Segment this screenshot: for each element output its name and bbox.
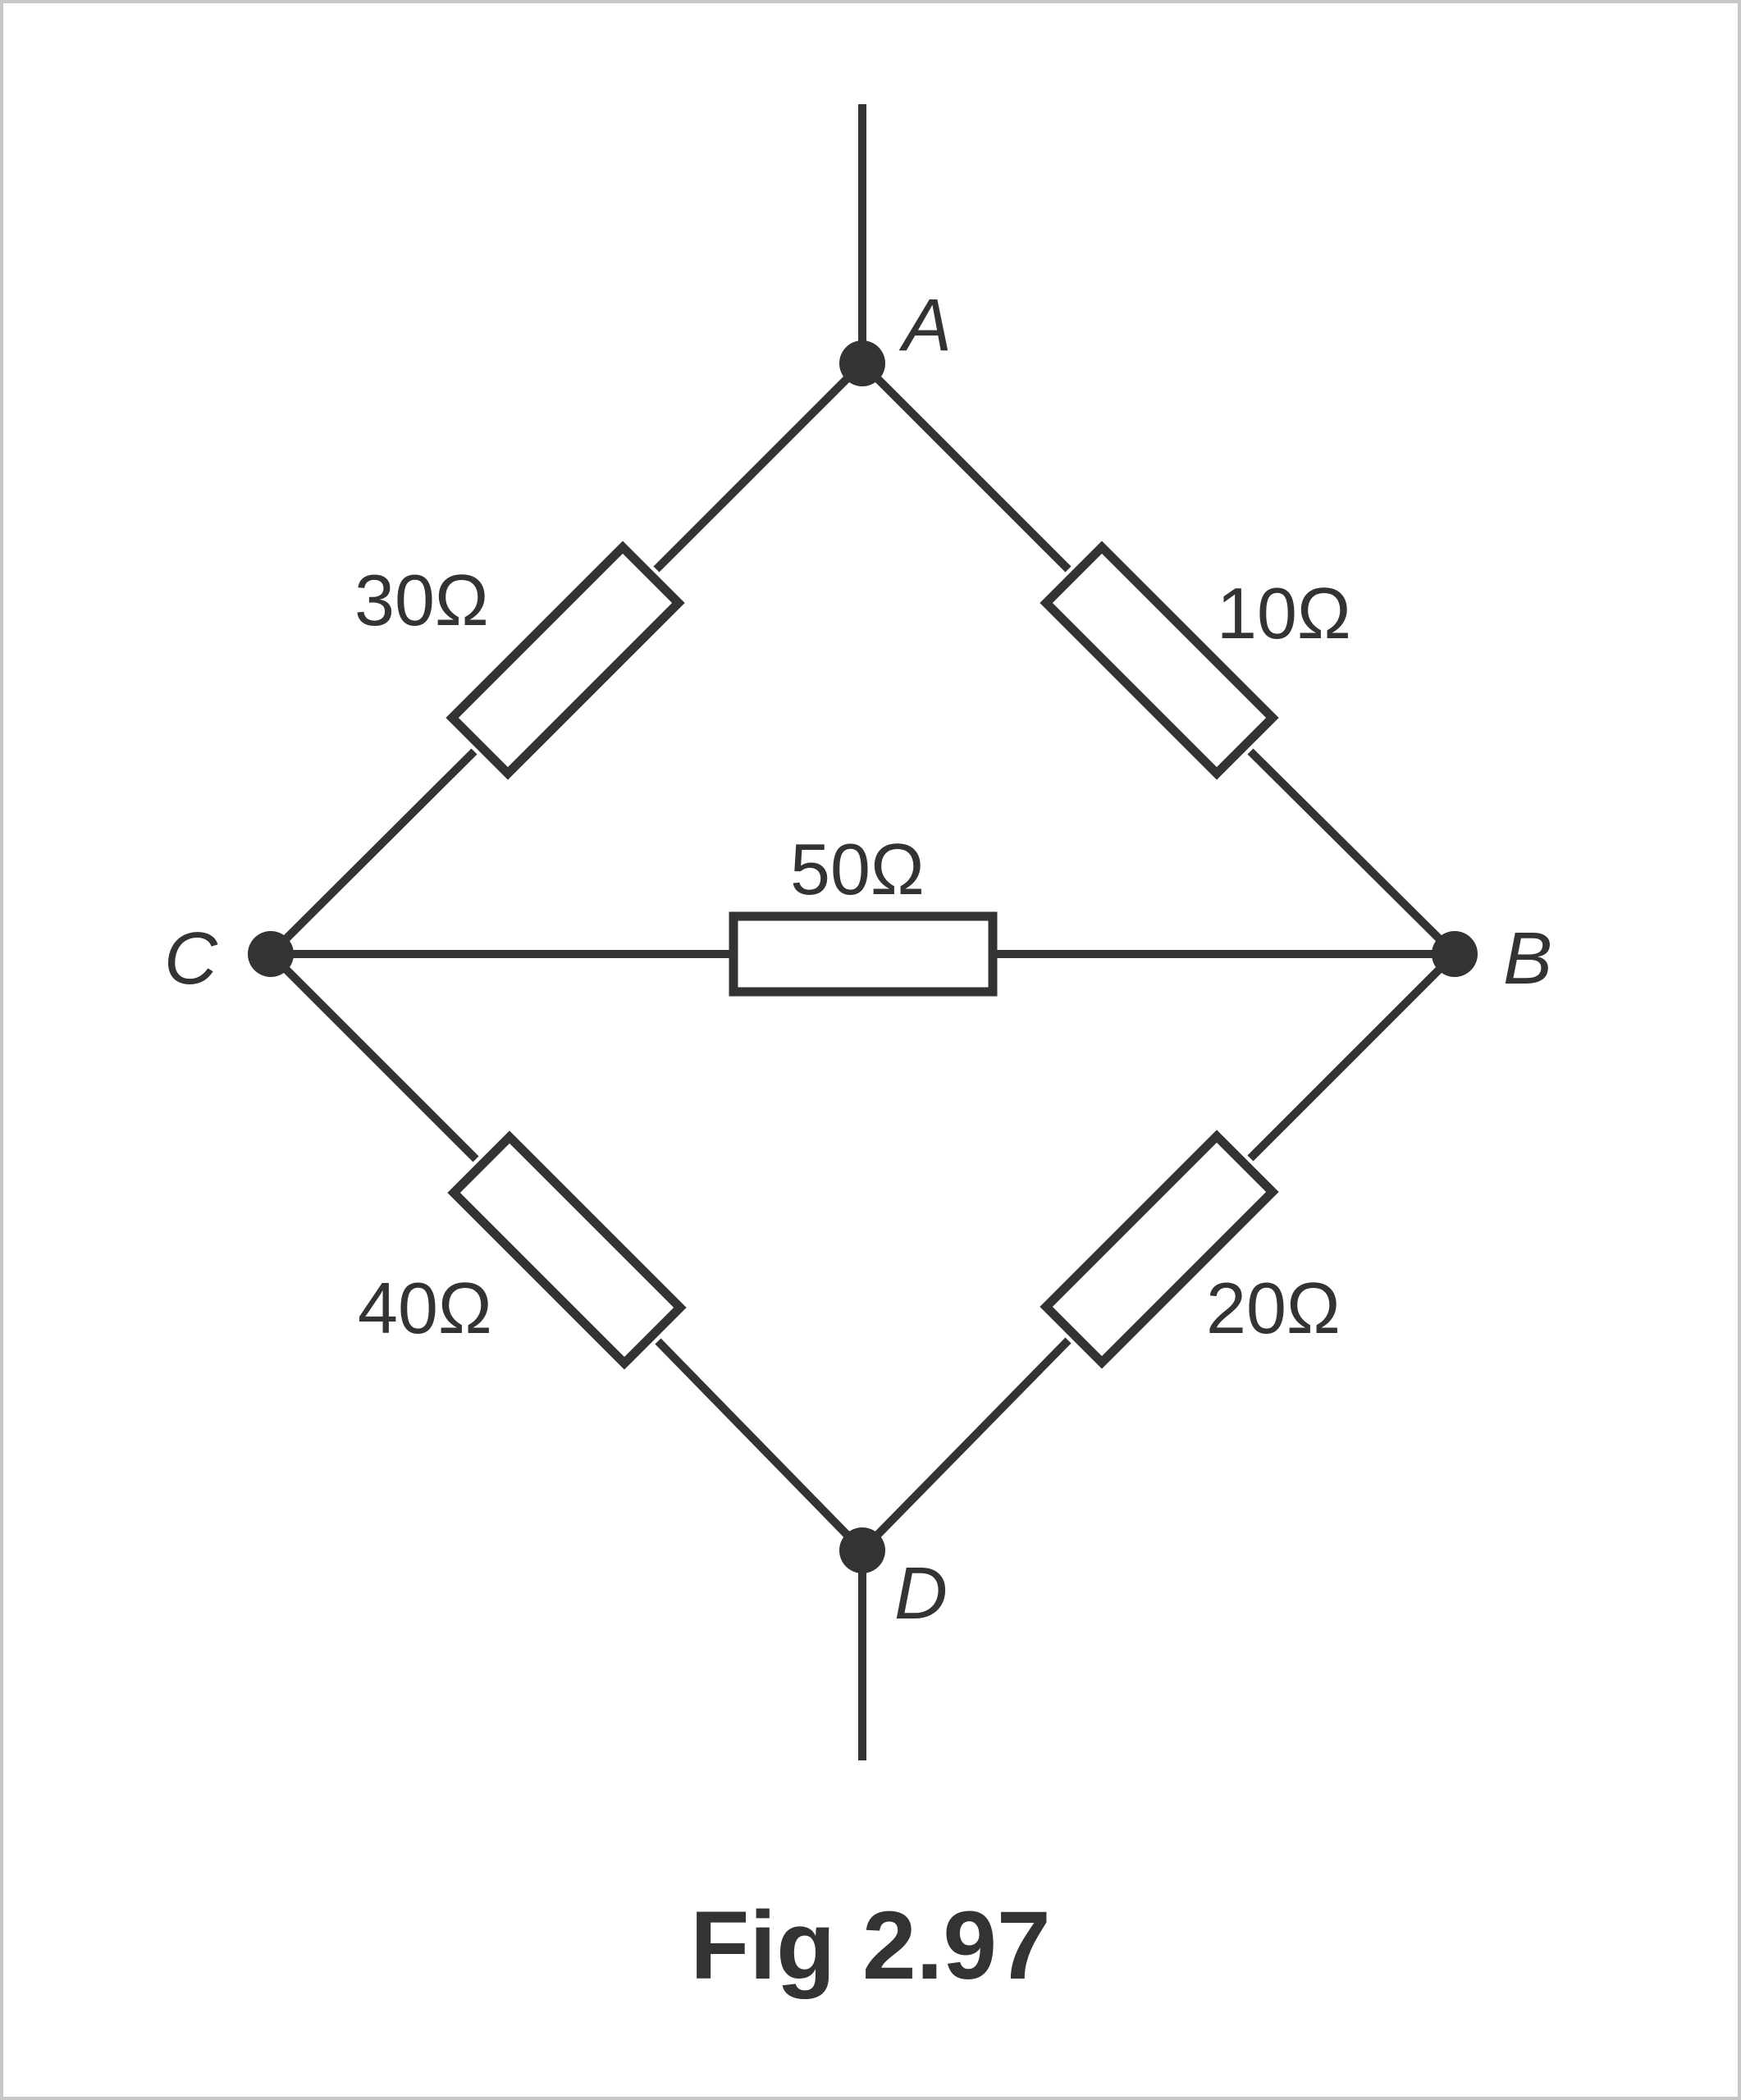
node-c-label: C bbox=[164, 918, 218, 1000]
wire-a-c-upper bbox=[653, 360, 866, 573]
node-c-dot bbox=[248, 931, 294, 977]
node-b-label: B bbox=[1503, 918, 1552, 1000]
resistor-30-ohm bbox=[446, 541, 685, 780]
node-b-dot bbox=[1432, 931, 1478, 977]
wire-c-d-lower bbox=[655, 1338, 866, 1554]
node-a-label: A bbox=[898, 285, 952, 367]
resistor-40-ohm-label: 40Ω bbox=[358, 1267, 492, 1349]
resistor-20-ohm-label: 20Ω bbox=[1206, 1267, 1341, 1349]
resistor-20-ohm bbox=[1040, 1130, 1279, 1369]
wire-a-b-lower bbox=[1247, 748, 1458, 957]
wire-c-d-upper bbox=[267, 951, 479, 1162]
node-d-label: D bbox=[894, 1553, 948, 1635]
wire-b-d-upper bbox=[1247, 951, 1458, 1162]
wire-a-b-upper bbox=[859, 360, 1072, 573]
resistor-10-ohm-label: 10Ω bbox=[1217, 573, 1351, 654]
resistor-50-ohm bbox=[729, 911, 998, 997]
resistor-40-ohm bbox=[447, 1130, 687, 1370]
wire-a-c-lower bbox=[267, 748, 478, 957]
resistor-10-ohm bbox=[1040, 541, 1279, 780]
resistor-30-ohm-label: 30Ω bbox=[354, 559, 489, 641]
node-a-dot bbox=[839, 340, 885, 386]
node-d-dot bbox=[839, 1527, 885, 1573]
figure-caption: Fig 2.97 bbox=[690, 1892, 1050, 2000]
wire-b-d-lower bbox=[859, 1337, 1072, 1554]
resistor-50-ohm-label: 50Ω bbox=[790, 829, 925, 910]
